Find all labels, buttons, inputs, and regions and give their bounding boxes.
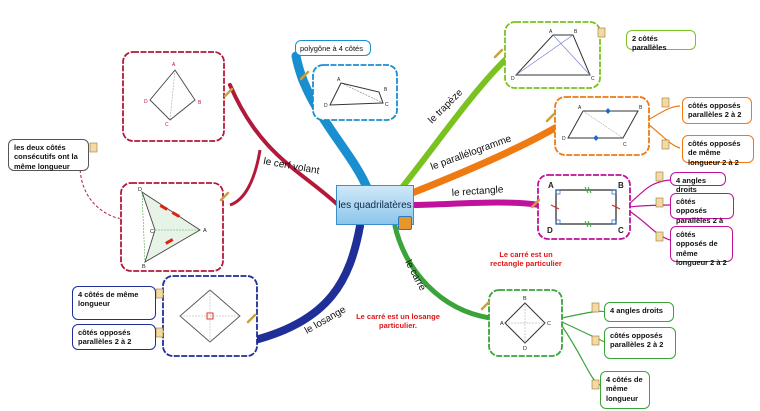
para-label-a: A	[578, 105, 582, 111]
sq-label-b: B	[523, 296, 527, 302]
annotation-square-rectangle: Le carré est un rectangle particulier	[490, 250, 562, 269]
branch-label-square: le carré	[402, 258, 428, 293]
polygon-figure: A B C D	[312, 64, 398, 121]
rhombus-note-1: 4 côtés de même longueur	[72, 286, 156, 320]
polygon-label-box: polygône à 4 côtés	[295, 40, 371, 56]
rectangle-note-3: côtés opposés de même longueur 2 à 2	[670, 226, 733, 267]
kite-figure-top: A B C D	[122, 51, 225, 142]
kite-note: les deux côtés consécutifs ont la même l…	[8, 139, 89, 171]
branch-label-rectangle: le rectangle	[451, 184, 504, 199]
parallelogram-sub-branches	[647, 105, 681, 149]
rect-label-d: D	[547, 226, 553, 235]
parallelogram-figure: A B C D	[554, 96, 650, 156]
sq-label-c: C	[547, 321, 551, 327]
branch-kite	[228, 83, 340, 207]
kite-label-b: B	[198, 100, 202, 106]
kite2-label-a: A	[203, 228, 207, 234]
rectangle-figure: A B C D	[537, 174, 631, 240]
kite-figure-bottom: D A B C	[120, 182, 224, 272]
branch-label-kite: le cerf volant	[262, 156, 320, 177]
kite2-label-b: B	[142, 264, 146, 270]
poly-label-a: A	[337, 77, 341, 83]
para-label-d: D	[562, 136, 566, 142]
rect-label-c: C	[618, 226, 624, 235]
rect-label-a: A	[548, 181, 554, 190]
trap-label-b: B	[574, 29, 578, 35]
square-note-2: côtés opposés parallèles 2 à 2	[604, 327, 676, 359]
rhombus-note-2: côtés opposés parallèles 2 à 2	[72, 324, 156, 350]
square-note-3: 4 côtés de même longueur	[600, 371, 650, 409]
rhombus-figure	[162, 275, 258, 357]
kite2-label-d: D	[138, 187, 142, 193]
trap-label-d: D	[511, 76, 515, 82]
sq-label-a: A	[500, 321, 504, 327]
trap-label-a: A	[549, 29, 553, 35]
annotation-square-rhombus: Le carré est un losange particulier.	[356, 312, 440, 331]
pencil-icons	[219, 48, 556, 324]
square-figure: A B C D	[488, 289, 563, 357]
sq-label-d: D	[523, 346, 527, 352]
branch-rhombus	[251, 222, 364, 344]
branch-square	[392, 223, 493, 321]
square-note-1: 4 angles droits	[604, 302, 674, 322]
note-icons	[89, 27, 670, 390]
rectangle-note-1: 4 angles droits	[670, 172, 726, 194]
parallelogram-note-2: côtés opposés de même longueur 2 à 2	[682, 135, 754, 167]
poly-label-d: D	[324, 103, 328, 109]
trapezoid-figure: A B C D	[504, 21, 601, 89]
parallelogram-note-1: côtés opposés parallèles 2 à 2	[682, 97, 752, 124]
puzzle-icon	[398, 216, 412, 230]
rectangle-sub-branches	[627, 179, 671, 241]
kite-label-a: A	[172, 62, 176, 68]
branch-trapezoid	[397, 57, 508, 193]
kite-label-c: C	[165, 122, 169, 128]
trap-label-c: C	[591, 76, 595, 82]
kite-note-connector	[79, 164, 121, 219]
branch-parallelogram	[408, 124, 559, 197]
kite-label-d: D	[144, 99, 148, 105]
poly-label-b: B	[384, 87, 388, 93]
para-label-b: B	[639, 105, 643, 111]
para-label-c: C	[623, 142, 627, 148]
branch-polygon-tail	[294, 55, 307, 91]
rect-label-b: B	[618, 181, 624, 190]
branch-label-trapezoid: le trapèze	[426, 87, 465, 126]
branch-polygon	[291, 51, 373, 195]
branch-rectangle	[411, 199, 543, 208]
square-sub-branches	[561, 310, 606, 386]
poly-label-c: C	[385, 102, 389, 108]
kite2-label-c: C	[150, 229, 154, 235]
rectangle-note-2: côtés opposés parallèles 2 à 2	[670, 193, 734, 234]
branch-kite-lower	[229, 149, 262, 207]
trapezoid-note: 2 côtés parallèles	[626, 30, 696, 52]
